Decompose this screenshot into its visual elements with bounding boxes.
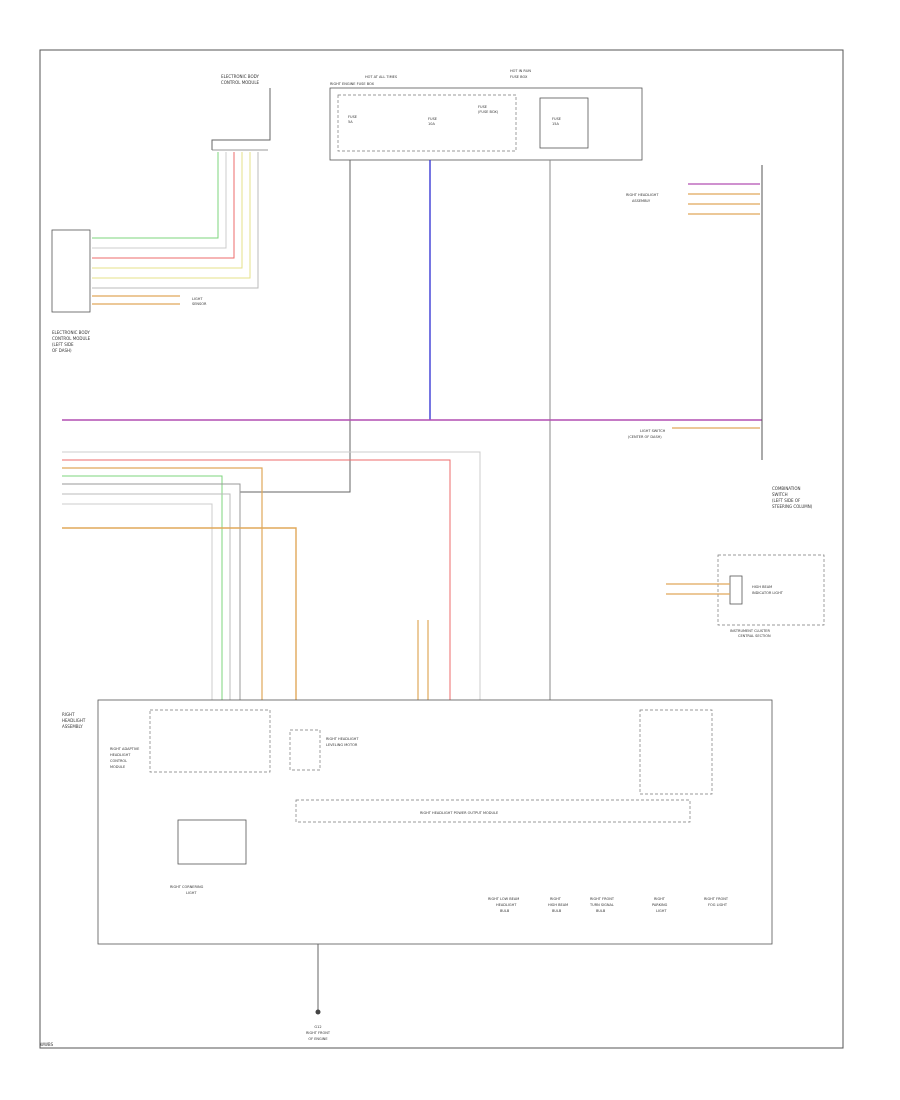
right-conn-label-2: ASSEMBLY [632, 199, 651, 203]
motor-label-2: LEVELING MOTOR [326, 743, 358, 747]
turn-bulb-2: TURN SIGNAL [589, 903, 614, 907]
left-module-label-1: ELECTRONIC BODY [52, 330, 90, 335]
right-combination-switch: RIGHT HEADLIGHT ASSEMBLY LIGHT SWITCH (C… [626, 165, 813, 509]
left-inner-3: CONTROL [110, 759, 127, 763]
right-conn-label-1: RIGHT HEADLIGHT [626, 193, 659, 197]
turn-bulb-3: BULB [596, 909, 606, 913]
instrument-cluster-label-2: CENTRAL SECTION [738, 634, 771, 638]
low-beam-1: RIGHT LOW BEAM [488, 897, 519, 901]
fuse-box-note-2: (FUSE BOX) [478, 110, 499, 114]
top-left-connector: ELECTRONIC BODY CONTROL MODULE [211, 74, 271, 151]
left-inner-1: RIGHT ADAPTIVE [110, 747, 139, 751]
fuse-box-2-title-1: HOT IN RUN [510, 69, 531, 73]
fuse-wires [239, 160, 551, 700]
ground-point: G12 RIGHT FRONT OF ENGINE [306, 944, 331, 1041]
cornering-label-1: RIGHT CORNERING [170, 885, 204, 889]
left-wire-note: LIGHT [192, 297, 203, 301]
right-mid-note-2: (CENTER OF DASH) [628, 435, 662, 439]
fuse-box-1-title-1: HOT AT ALL TIMES [365, 75, 398, 79]
fuse-b-rating: 10A [428, 122, 435, 126]
turn-bulb-1: RIGHT FRONT [590, 897, 615, 901]
left-module-label-3: (LEFT SIDE [52, 342, 74, 347]
parking-2: PARKING [652, 903, 668, 907]
fuse-box-note-1: FUSE [478, 105, 487, 109]
left-middle-wires [62, 451, 481, 700]
left-control-module: ELECTRONIC BODY CONTROL MODULE (LEFT SID… [51, 229, 91, 353]
diagram-frame [39, 49, 844, 1049]
right-side-module-2: SWITCH [772, 492, 788, 497]
fog-1: RIGHT FRONT [704, 897, 729, 901]
relay-block-label: RIGHT HEADLIGHT POWER OUTPUT MODULE [420, 811, 498, 815]
right-side-module-1: COMBINATION [772, 486, 801, 491]
fuse-b-label: FUSE [428, 117, 437, 121]
fuse-a-rating: 5A [348, 120, 353, 124]
right-mid-note-1: LIGHT SWITCH [640, 429, 666, 433]
ground-label-1: G12 [314, 1025, 321, 1029]
instr-box-label-2: INDICATOR LIGHT [752, 591, 784, 595]
top-left-conn-label-2: CONTROL MODULE [221, 80, 260, 85]
ground-label-3: OF ENGINE [308, 1037, 327, 1041]
bottom-box-title-2: HEADLIGHT [62, 718, 86, 723]
instrument-cluster-label-1: INSTRUMENT CLUSTER [730, 629, 770, 633]
low-beam-3: BULB [500, 909, 510, 913]
right-headlight-assembly: RIGHT HEADLIGHT ASSEMBLY RIGHT ADAPTIVE … [62, 699, 773, 945]
fuse-c-rating: 15A [552, 122, 559, 126]
high-beam-1: RIGHT [550, 897, 562, 901]
high-beam-3: BULB [552, 909, 562, 913]
instr-box-label-1: HIGH BEAM [752, 585, 772, 589]
cornering-label-2: LIGHT [186, 891, 197, 895]
left-inner-2: HEADLIGHT [110, 753, 131, 757]
bottom-box-title-3: ASSEMBLY [62, 724, 83, 729]
fuse-c-label: FUSE [552, 117, 561, 121]
top-left-conn-label-1: ELECTRONIC BODY [221, 74, 259, 79]
parking-3: LIGHT [656, 909, 667, 913]
right-side-module-4: STEERING COLUMN) [772, 504, 813, 509]
high-beam-2: HIGH BEAM [548, 903, 568, 907]
footer-code: WWBS [40, 1042, 54, 1047]
left-module-label-4: OF DASH) [52, 348, 72, 353]
fuse-a-label: FUSE [348, 115, 357, 119]
fog-2: FOG LIGHT [708, 903, 728, 907]
instrument-cluster: HIGH BEAM INDICATOR LIGHT INSTRUMENT CLU… [666, 554, 825, 638]
ground-label-2: RIGHT FRONT [306, 1031, 331, 1035]
parking-1: RIGHT [654, 897, 666, 901]
right-side-module-3: (LEFT SIDE OF [772, 498, 801, 503]
left-inner-4: MODULE [110, 765, 125, 769]
fuse-box-1-title-2: RIGHT ENGINE FUSE BOX [330, 82, 375, 86]
motor-label-1: RIGHT HEADLIGHT [326, 737, 359, 741]
low-beam-2: HEADLIGHT [496, 903, 517, 907]
fuse-box-2-title-2: FUSE BOX [510, 75, 528, 79]
bottom-box-title-1: RIGHT [62, 712, 75, 717]
top-left-wires: LIGHT SENSOR [92, 152, 259, 306]
left-module-label-2: CONTROL MODULE [52, 336, 91, 341]
left-wire-note-2: SENSOR [192, 302, 207, 306]
fuse-box: HOT AT ALL TIMES RIGHT ENGINE FUSE BOX H… [329, 69, 643, 161]
